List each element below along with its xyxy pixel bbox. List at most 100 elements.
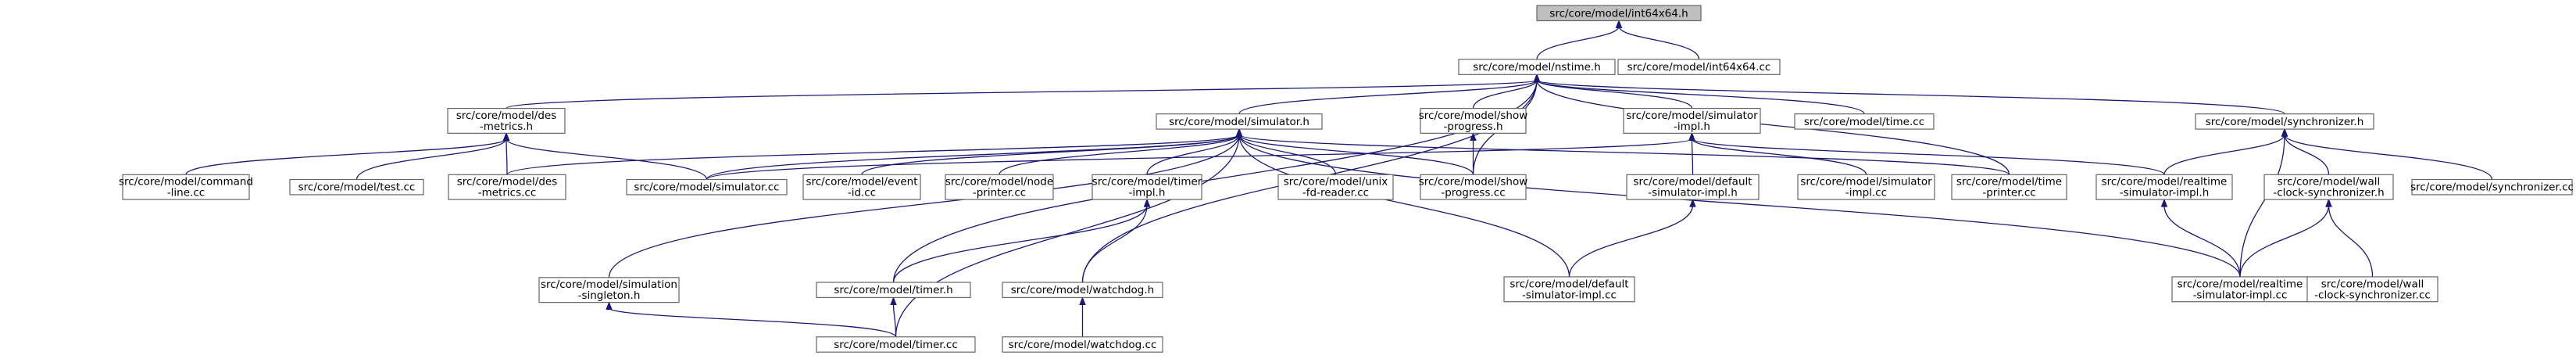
node-label: src/core/model/show bbox=[1419, 176, 1528, 188]
node-realtime-simulator-impl-h[interactable]: src/core/model/realtime-simulator-impl.h bbox=[2095, 174, 2233, 200]
node-label: src/core/model/int64x64.h bbox=[1549, 7, 1688, 20]
node-node-printer-cc[interactable]: src/core/model/node-printer.cc bbox=[945, 174, 1054, 200]
node-unix-fd-reader-cc[interactable]: src/core/model/unix-fd-reader.cc bbox=[1277, 174, 1394, 200]
node-timer-cc[interactable]: src/core/model/timer.cc bbox=[816, 336, 976, 353]
node-simulator-impl-cc[interactable]: src/core/model/simulator-impl.cc bbox=[1797, 174, 1935, 200]
node-label: src/core/model/realtime bbox=[2178, 278, 2303, 290]
node-box bbox=[289, 178, 424, 196]
edge-synchronizer-h-to-synchronizer-cc bbox=[2281, 127, 2493, 180]
node-label: -progress.h bbox=[1444, 120, 1503, 133]
edge-timer-impl-h-to-watchdog-h bbox=[1081, 198, 1151, 283]
node-label: -metrics.cc bbox=[478, 187, 537, 199]
node-label: -fd-reader.cc bbox=[1302, 187, 1369, 199]
node-label: -printer.cc bbox=[973, 187, 1026, 199]
node-label: src/core/model/timer.h bbox=[834, 284, 952, 296]
node-label: src/core/model/wall bbox=[2278, 176, 2380, 188]
node-show-progress-cc[interactable]: src/core/model/show-progress.cc bbox=[1419, 174, 1528, 200]
node-label: src/core/model/show bbox=[1419, 109, 1528, 122]
node-box bbox=[1626, 174, 1760, 200]
node-box bbox=[1797, 174, 1935, 200]
node-label: src/core/model/timer.cc bbox=[834, 339, 958, 351]
node-test-cc[interactable]: src/core/model/test.cc bbox=[289, 178, 424, 196]
node-synchronizer-cc[interactable]: src/core/model/synchronizer.cc bbox=[2410, 178, 2574, 196]
node-box bbox=[1156, 113, 1323, 130]
node-default-simulator-impl-cc[interactable]: src/core/model/default-simulator-impl.cc bbox=[1503, 276, 1635, 303]
node-show-progress-h[interactable]: src/core/model/show-progress.h bbox=[1419, 107, 1528, 134]
node-box bbox=[448, 174, 566, 200]
node-label: src/core/model/test.cc bbox=[298, 181, 416, 194]
node-box bbox=[1091, 174, 1202, 200]
node-watchdog-cc[interactable]: src/core/model/watchdog.cc bbox=[1002, 336, 1163, 353]
node-event-id-cc[interactable]: src/core/model/event-id.cc bbox=[802, 174, 921, 200]
node-label: -id.cc bbox=[848, 187, 876, 199]
node-label: -simulator-impl.h bbox=[2120, 187, 2210, 199]
node-time-cc[interactable]: src/core/model/time.cc bbox=[1794, 113, 1935, 130]
node-label: src/core/model/realtime bbox=[2102, 176, 2228, 188]
node-label: -simulator-impl.cc bbox=[1522, 289, 1617, 301]
node-box bbox=[1458, 59, 1616, 75]
node-label: src/core/model/des bbox=[456, 109, 557, 122]
edge-synchronizer-h-to-realtime-simulator-impl-h bbox=[2163, 127, 2288, 175]
node-label: src/core/model/time bbox=[1956, 176, 2062, 188]
edge-des-metrics-h-to-simulator-cc bbox=[502, 131, 708, 180]
node-label: src/core/model/node bbox=[945, 176, 1053, 188]
node-box bbox=[2411, 178, 2573, 196]
edge-default-simulator-impl-h-to-default-simulator-impl-cc bbox=[1568, 198, 1696, 277]
node-int64x64-cc[interactable]: src/core/model/int64x64.cc bbox=[1617, 59, 1781, 75]
node-synchronizer-h[interactable]: src/core/model/synchronizer.h bbox=[2195, 113, 2374, 130]
edge-wall-clock-synchronizer-h-to-wall-clock-synchronizer-cc bbox=[2325, 198, 2374, 277]
node-wall-clock-synchronizer-cc[interactable]: src/core/model/wall-clock-synchronizer.c… bbox=[2306, 276, 2438, 303]
node-simulator-h[interactable]: src/core/model/simulator.h bbox=[1156, 113, 1323, 130]
node-timer-impl-h[interactable]: src/core/model/timer-impl.h bbox=[1091, 174, 1202, 200]
edge-simulator-impl-h-to-simulator-impl-cc bbox=[1688, 131, 1867, 175]
node-time-printer-cc[interactable]: src/core/model/time-printer.cc bbox=[1951, 174, 2067, 200]
node-label: -singleton.h bbox=[578, 289, 641, 302]
node-box bbox=[2195, 113, 2374, 130]
edge-show-progress-h-to-show-progress-cc bbox=[1470, 131, 1477, 175]
node-label: src/core/model/simulator bbox=[1800, 176, 1932, 188]
edge-timer-h-to-timer-cc bbox=[890, 296, 897, 337]
node-label: src/core/model/watchdog.h bbox=[1011, 284, 1154, 296]
node-timer-h[interactable]: src/core/model/timer.h bbox=[816, 282, 971, 299]
node-watchdog-h[interactable]: src/core/model/watchdog.h bbox=[1002, 282, 1163, 299]
node-int64x64-h[interactable]: src/core/model/int64x64.h bbox=[1536, 5, 1702, 22]
node-des-metrics-cc[interactable]: src/core/model/des-metrics.cc bbox=[448, 174, 566, 200]
node-box bbox=[2263, 174, 2394, 200]
node-realtime-simulator-impl-cc[interactable]: src/core/model/realtime-simulator-impl.c… bbox=[2171, 276, 2309, 303]
node-box bbox=[538, 277, 680, 303]
node-label: -line.cc bbox=[167, 187, 205, 199]
node-command-line-cc[interactable]: src/core/model/command-line.cc bbox=[119, 174, 253, 200]
node-label: src/core/model/time.cc bbox=[1804, 116, 1924, 128]
edge-des-metrics-h-to-test-cc bbox=[355, 131, 510, 180]
node-label: -simulator-impl.cc bbox=[2193, 289, 2288, 301]
node-box bbox=[1794, 113, 1935, 130]
edge-int64x64-h-to-nstime-h bbox=[1536, 20, 1623, 60]
node-label: -clock-synchronizer.cc bbox=[2314, 289, 2431, 301]
node-label: src/core/model/synchronizer.cc bbox=[2410, 181, 2574, 194]
node-label: -printer.cc bbox=[1982, 187, 2035, 199]
node-label: -progress.cc bbox=[1441, 187, 1505, 199]
node-label: src/core/model/timer bbox=[1092, 176, 1202, 188]
edge-simulator-h-to-default-simulator-impl-cc bbox=[1235, 127, 1570, 277]
node-simulation-singleton-h[interactable]: src/core/model/simulation-singleton.h bbox=[538, 277, 680, 303]
node-label: -impl.h bbox=[1674, 120, 1710, 133]
node-nstime-h[interactable]: src/core/model/nstime.h bbox=[1458, 59, 1616, 75]
node-box bbox=[1623, 107, 1761, 134]
edge-watchdog-h-to-watchdog-cc bbox=[1079, 296, 1086, 337]
node-label: src/core/model/synchronizer.h bbox=[2206, 116, 2364, 128]
edge-realtime-simulator-impl-h-to-realtime-simulator-impl-cc bbox=[2160, 198, 2241, 277]
node-box bbox=[1503, 276, 1635, 303]
edge-nstime-h-to-des-metrics-h bbox=[506, 73, 1541, 109]
node-simulator-impl-h[interactable]: src/core/model/simulator-impl.h bbox=[1623, 107, 1761, 134]
node-simulator-cc[interactable]: src/core/model/simulator.cc bbox=[626, 178, 788, 196]
edge-simulator-h-to-realtime-simulator-impl-cc bbox=[1235, 127, 2241, 277]
node-label: src/core/model/unix bbox=[1284, 176, 1388, 188]
node-default-simulator-impl-h[interactable]: src/core/model/default-simulator-impl.h bbox=[1626, 174, 1760, 200]
edges-layer bbox=[185, 20, 2493, 338]
node-label: src/core/model/default bbox=[1633, 176, 1752, 188]
edge-des-metrics-h-to-command-line-cc bbox=[185, 131, 510, 175]
node-box bbox=[1420, 174, 1527, 200]
node-label: src/core/model/wall bbox=[2321, 278, 2424, 290]
node-wall-clock-synchronizer-h[interactable]: src/core/model/wall-clock-synchronizer.h bbox=[2263, 174, 2394, 200]
node-des-metrics-h[interactable]: src/core/model/des-metrics.h bbox=[447, 107, 566, 134]
